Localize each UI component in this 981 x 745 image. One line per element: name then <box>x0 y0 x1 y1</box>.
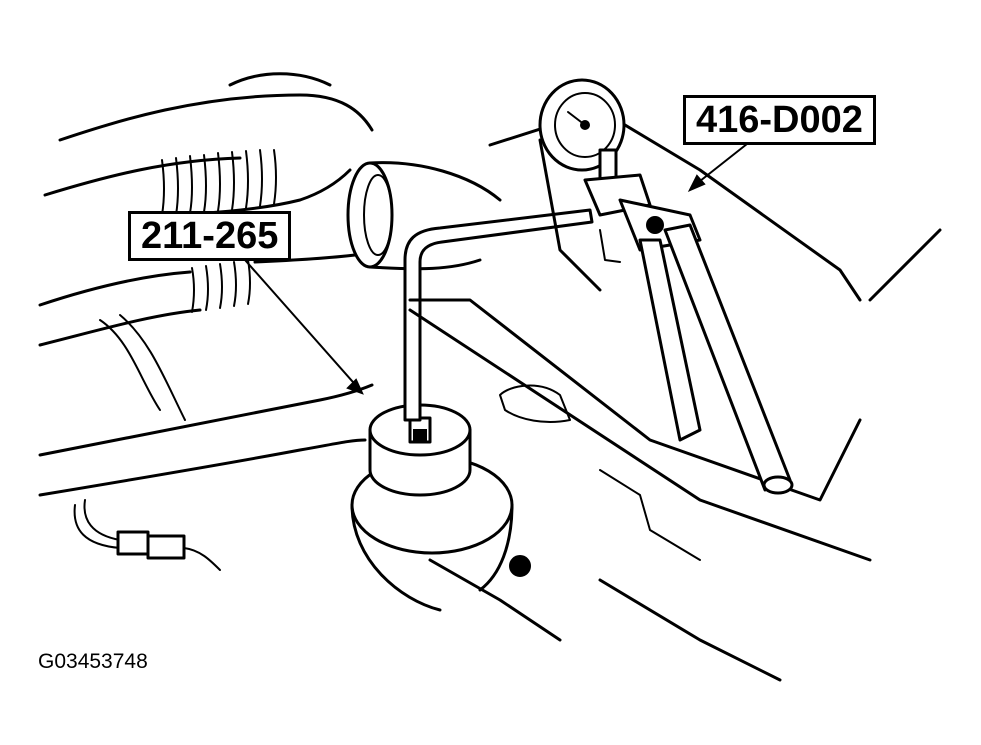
pressure-gauge <box>538 78 626 182</box>
hose-ribs <box>161 149 277 216</box>
intake-coupler <box>346 161 502 271</box>
tester-hose <box>403 208 594 422</box>
radiator-hose <box>38 314 374 497</box>
pressure-tester-pump <box>583 173 794 495</box>
leader-lines <box>244 139 753 395</box>
lower-hose <box>38 253 357 347</box>
callout-tool-416-d002: 416-D002 <box>683 95 876 145</box>
air-intake-hose <box>43 72 374 217</box>
adapter-cap <box>368 403 472 497</box>
lower-hose-ribs <box>191 259 251 313</box>
figure-id-label: G03453748 <box>38 650 148 673</box>
callout-tool-211-265: 211-265 <box>128 211 292 261</box>
wiring-harness <box>73 499 221 571</box>
